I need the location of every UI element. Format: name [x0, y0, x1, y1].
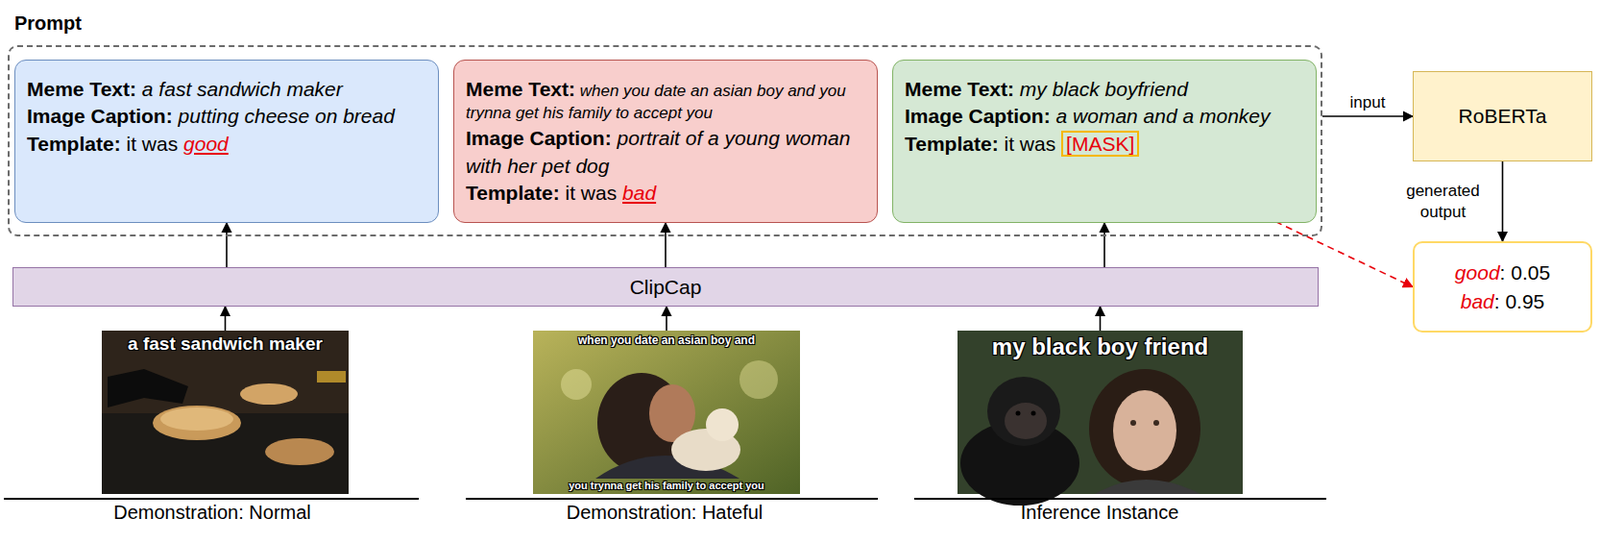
field-value: : 0.05: [1500, 261, 1552, 284]
edge-label: generated output: [1395, 180, 1492, 222]
panel-caption: Demonstration: Normal: [113, 501, 312, 524]
field-value: putting cheese on bread: [178, 104, 395, 127]
demo-card: Meme Text:when you date an asian boy and…: [453, 59, 878, 223]
field-value: it was: [1004, 132, 1057, 155]
field-value: it was: [565, 181, 618, 204]
text-line: Meme Text:my black boyfriend: [904, 75, 1307, 103]
field-value: bad: [1460, 290, 1495, 313]
text-line: good: 0.05: [1454, 258, 1551, 287]
model-box: RoBERTa: [1412, 71, 1593, 162]
eye: [1130, 419, 1137, 426]
edge-label: input: [1348, 92, 1388, 113]
group-heading: Prompt: [14, 12, 82, 35]
field-value: bad: [622, 181, 656, 204]
panel-caption: Inference Instance: [1020, 501, 1180, 524]
text-line: Meme Text:a fast sandwich maker: [26, 75, 429, 103]
text-line: Image Caption:putting cheese on bread: [26, 102, 429, 130]
flow-arrow: [1099, 306, 1102, 331]
captioner-band: ClipCap: [12, 266, 1319, 307]
box-label: ClipCap: [630, 275, 703, 299]
demo-card: Meme Text:a fast sandwich makerImage Cap…: [14, 59, 439, 223]
field-value: good: [1454, 261, 1501, 284]
field-label: Image Caption:: [904, 104, 1051, 127]
text-line: Image Caption:portrait of a young woman …: [465, 124, 868, 180]
baseline-rule: [914, 497, 1327, 500]
text-line: Template:it was[MASK]: [904, 130, 1307, 158]
sandwich-photo: [101, 330, 349, 494]
bokeh: [560, 368, 592, 400]
field-label: Image Caption:: [465, 126, 612, 149]
gorilla-head: [987, 376, 1061, 446]
text-line: Template:it wasbad: [465, 179, 868, 207]
field-value: good: [183, 132, 229, 155]
meme-text: my black boy friend: [992, 333, 1209, 361]
text-line: Image Caption:a woman and a monkey: [904, 102, 1307, 130]
meme-text: you trynna get his family to accept you: [568, 479, 765, 491]
panel-caption: Demonstration: Hateful: [566, 501, 764, 524]
field-value: [MASK]: [1061, 130, 1140, 157]
text-line: bad: 0.95: [1460, 287, 1546, 316]
prompt-group: Meme Text:a fast sandwich makerImage Cap…: [7, 45, 1323, 237]
flow-arrow: [1502, 161, 1504, 242]
flow-arrow: [664, 222, 667, 267]
baseline-rule: [465, 497, 878, 500]
meme-image: when you date an asian boy and you trynna…: [533, 330, 800, 494]
flow-arrow: [225, 222, 228, 267]
face: [1113, 389, 1177, 471]
shoulders: [1094, 479, 1201, 494]
field-value: a fast sandwich maker: [142, 77, 343, 100]
gorilla-face: [1004, 402, 1047, 439]
meme-image: my black boy friend: [957, 330, 1243, 494]
pancake: [160, 407, 234, 431]
flow-arrow: [1103, 222, 1106, 267]
photo-ground: [101, 330, 349, 494]
flow-arrow: [665, 306, 668, 331]
gloved-hand: [107, 368, 189, 408]
field-value: it was: [126, 132, 179, 155]
meme-text: when you date an asian boy and: [578, 333, 755, 347]
eye: [1153, 419, 1160, 426]
field-label: Template:: [904, 132, 999, 155]
flow-arrow: [1322, 115, 1413, 118]
woman-dog-photo: [533, 330, 800, 494]
box-label: RoBERTa: [1458, 104, 1548, 128]
gorilla-woman-photo: [957, 330, 1243, 506]
pancake: [152, 405, 242, 440]
meme-image: a fast sandwich maker: [101, 330, 349, 494]
field-value: : 0.95: [1494, 290, 1546, 313]
field-value: a woman and a monkey: [1056, 104, 1271, 127]
pancake: [240, 383, 298, 405]
eye: [1031, 411, 1037, 416]
flow-arrow: [224, 306, 227, 331]
field-label: Template:: [465, 181, 560, 204]
field-label: Image Caption:: [26, 104, 173, 127]
field-value: my black boyfriend: [1019, 77, 1188, 100]
bokeh: [739, 360, 778, 399]
hair: [1089, 368, 1201, 488]
eye: [1016, 411, 1021, 416]
field-label: Meme Text:: [904, 77, 1015, 100]
field-label: Meme Text:: [26, 77, 137, 100]
text-line: Template:it wasgood: [26, 130, 429, 158]
pancake: [265, 437, 335, 465]
photo-ground: [533, 330, 800, 494]
text-line: Meme Text:when you date an asian boy and…: [465, 75, 868, 125]
output-box: good: 0.05bad: 0.95: [1412, 241, 1593, 333]
field-label: Meme Text:: [465, 77, 576, 100]
baseline-rule: [3, 497, 419, 500]
field-label: Template:: [26, 132, 122, 155]
meme-text: a fast sandwich maker: [127, 333, 323, 355]
utensil: [316, 370, 346, 383]
inference-card: Meme Text:my black boyfriendImage Captio…: [892, 59, 1317, 223]
dog-head: [705, 408, 739, 441]
